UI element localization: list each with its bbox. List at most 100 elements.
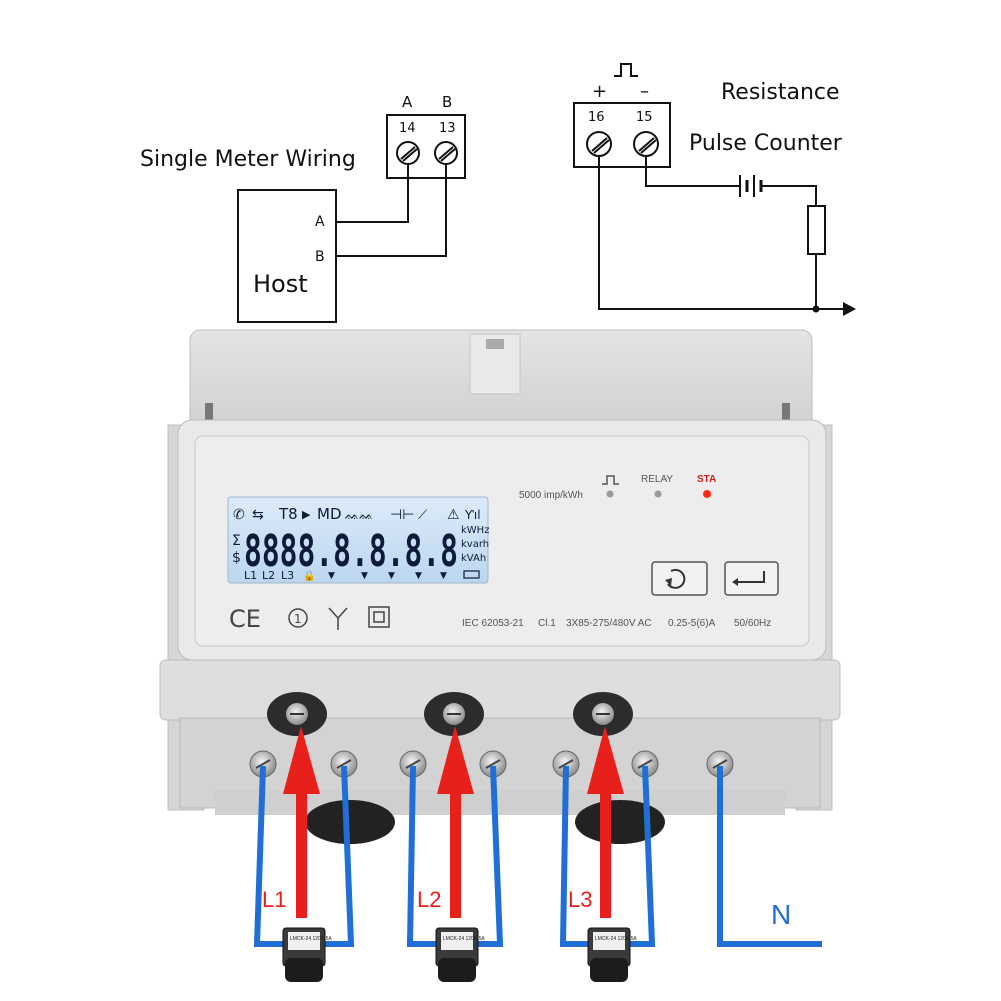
relay-label: RELAY — [641, 474, 673, 485]
terminal-16-screw-icon — [586, 131, 612, 157]
ct-label-l3: LMCK-24 120A/5A — [595, 936, 637, 942]
terminal-b-label: B — [442, 93, 452, 111]
ce-mark: CE — [229, 605, 261, 633]
ct-wire-l3-out — [621, 765, 656, 947]
ct-label-l1: LMCK-24 120A/5A — [290, 936, 332, 942]
resistance-label: Resistance — [721, 80, 840, 105]
lcd-sigma: Σ — [232, 533, 241, 549]
lcd-tariff-label: T8 — [278, 505, 298, 523]
phase-terminal-l2 — [424, 692, 484, 736]
energy-meter — [159, 329, 841, 844]
sta-label: STA — [697, 474, 716, 485]
pulse-counter-label: Pulse Counter — [689, 131, 843, 156]
star-connection-icon — [328, 607, 348, 630]
class-1-label: 1 — [294, 612, 302, 626]
terminal-15-label: 15 — [636, 110, 653, 125]
pulse-minus-label: – — [640, 81, 649, 102]
ct-wire-l2-in — [406, 765, 443, 947]
wire-15 — [645, 156, 740, 187]
neutral-wire — [717, 766, 822, 947]
terminal-14-label: 14 — [399, 121, 416, 136]
ct-clamp-l1: LMCK-24 120A/5A — [282, 927, 332, 982]
legend-l2: L2 — [417, 887, 441, 912]
legend-n: N — [771, 899, 791, 930]
spec-class: Cl.1 — [538, 618, 556, 629]
scroll-button[interactable] — [651, 561, 708, 596]
lcd-digits: 8888.8.8.8.8 — [244, 526, 458, 577]
switch-icon: ⟋ — [418, 508, 428, 523]
enter-button[interactable] — [724, 561, 779, 596]
ct-wire-l1-in — [253, 765, 290, 947]
legend-l3: L3 — [568, 887, 592, 912]
wire-a — [336, 164, 409, 223]
lcd-phase-l3: L3 — [281, 569, 294, 582]
lcd-phase-l2: L2 — [262, 569, 275, 582]
wire-16 — [598, 156, 843, 310]
host-a-label: A — [315, 214, 325, 230]
terminal-16-label: 16 — [588, 110, 605, 125]
lcd-dollar: $ — [232, 550, 241, 566]
cycle-icon — [667, 568, 686, 589]
class-1-icon: 1 — [288, 608, 308, 628]
unit-kwh: kWHz — [461, 525, 489, 536]
ct-clamp-l2: LMCK-24 120A/5A — [435, 927, 485, 982]
single-meter-wiring-title: Single Meter Wiring — [140, 147, 356, 172]
lcd-indicator-3-icon: ▼ — [388, 571, 395, 581]
terminal-15-screw-icon — [633, 131, 659, 157]
battery-icon — [739, 175, 763, 197]
ct-wire-l3-in — [559, 765, 594, 947]
resistor-icon — [807, 205, 826, 255]
legend-l1: L1 — [262, 887, 286, 912]
host-label: Host — [253, 270, 308, 298]
pulse-led-icon — [602, 475, 619, 485]
relay-led — [654, 490, 662, 498]
pulse-rate-label: 5000 imp/kWh — [519, 490, 583, 501]
phase-arrow-l2 — [437, 726, 474, 918]
terminal-14-screw-icon — [396, 141, 420, 165]
enter-icon — [738, 571, 765, 583]
spec-voltage: 3X85-275/480V AC — [566, 618, 652, 629]
terminal-13-screw-icon — [434, 141, 458, 165]
pulse-symbol-icon — [614, 63, 638, 77]
ct-clamp-l3: LMCK-24 120A/5A — [587, 927, 637, 982]
coil-icon: ᨐᨐ — [345, 508, 373, 522]
rs485-terminal-block: 14 13 — [386, 114, 466, 179]
signal-icon: Ƴıl — [464, 508, 481, 522]
ct-terminals — [249, 750, 734, 778]
ct-label-l2: LMCK-24 120A/5A — [443, 936, 485, 942]
play-icon: ▶ — [302, 508, 311, 521]
lcd-display: ✆ ⇆ T8 ▶ MD ᨐᨐ ⊣⊢ ⟋ ⚠ Ƴıl Σ $ 8888.8.8.8… — [227, 496, 489, 584]
lock-icon: 🔒 — [303, 570, 315, 582]
lcd-indicator-5-icon: ▼ — [440, 571, 447, 581]
pulse-led — [606, 490, 614, 498]
phase-terminal-l1 — [267, 692, 327, 736]
wire-battery-resistor — [761, 185, 817, 206]
warning-icon: ⚠ — [447, 507, 460, 523]
exchange-arrows-icon: ⇆ — [252, 507, 264, 523]
spec-standard: IEC 62053-21 — [462, 618, 524, 629]
ct-wire-l1-out — [318, 765, 355, 947]
lcd-indicator-1-icon: ▼ — [328, 571, 335, 581]
wire-b — [336, 164, 447, 257]
phone-icon: ✆ — [233, 507, 245, 523]
capacitor-icon: ⊣⊢ — [390, 507, 414, 523]
battery-level-icon — [463, 570, 480, 579]
spec-current: 0.25-5(6)A — [668, 618, 716, 629]
lcd-phase-l1: L1 — [244, 569, 257, 582]
pulse-plus-label: + — [592, 81, 607, 102]
lcd-indicator-4-icon: ▼ — [415, 571, 422, 581]
arrow-right-icon — [843, 302, 856, 316]
host-box: Host A B — [237, 189, 337, 323]
terminal-screw-6-icon — [631, 750, 659, 778]
phase-arrow-l1 — [283, 726, 320, 918]
phase-arrow-l3 — [587, 726, 624, 918]
ct-wire-l2-out — [470, 765, 504, 947]
ct-wires — [253, 765, 822, 947]
terminal-screw-1-icon — [249, 750, 277, 778]
pulse-terminal-block: 16 15 — [573, 102, 671, 168]
sta-led — [703, 490, 711, 498]
unit-kvarh: kvarh — [461, 539, 489, 550]
terminal-a-label: A — [402, 93, 413, 111]
unit-kvah: kVAh — [461, 553, 486, 564]
